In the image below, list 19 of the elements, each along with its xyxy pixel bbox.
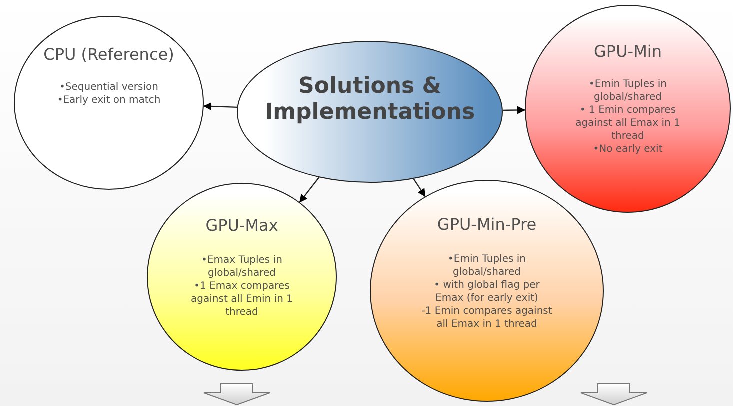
arrow: [502, 106, 526, 114]
topic-title: CPU (Reference): [44, 45, 174, 65]
topic-title: GPU-Min: [594, 42, 662, 62]
bullet-text: -1 Emin compares against all Emax in 1 thread: [420, 305, 554, 331]
bullet-text: •Emin Tuples in global/shared: [447, 253, 527, 279]
bullet-text: •Emin Tuples in global/shared: [588, 78, 668, 104]
bullet-text: •Early exit on match: [57, 94, 161, 107]
bullet-text: • with global flag per Emax (for early exit): [433, 279, 541, 305]
topic-title: GPU-Min-Pre: [437, 215, 537, 235]
arrow: [203, 102, 238, 111]
bullet-text: • 1 Emin compares against all Emax in 1 thread: [574, 104, 682, 143]
topic-title: GPU-Max: [206, 216, 278, 236]
arrow: [413, 178, 426, 198]
arrow: [299, 177, 320, 203]
bullet-text: •Emax Tuples in global/shared: [200, 254, 284, 280]
topic-title: Solutions & Implementations: [264, 74, 476, 127]
bullet-text: •No early exit: [593, 143, 663, 156]
bullet-text: •1 Emax compares against all Emin in 1 thread: [190, 280, 294, 319]
bullet-text: •Sequential version: [60, 81, 158, 94]
